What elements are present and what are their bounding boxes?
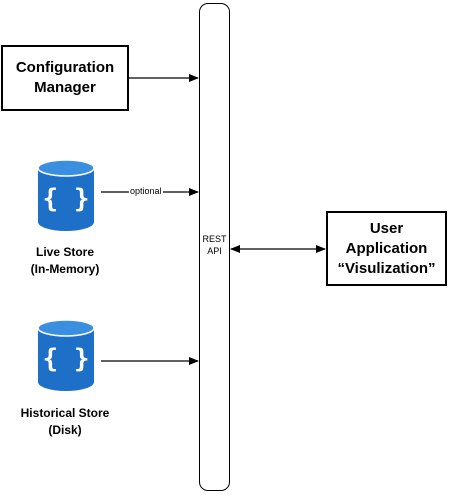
historical-store-label-line1: Historical Store [20, 406, 110, 420]
live-store-label-line2: (In-Memory) [30, 262, 100, 276]
optional-edge-label: optional [129, 185, 163, 197]
user-application-line3: “Visulization” [337, 259, 436, 277]
configuration-manager-line2: Manager [34, 79, 96, 96]
rest-api-label: REST API [199, 233, 230, 257]
rest-api-label-line2: API [207, 246, 222, 256]
historical-store-label-line2: (Disk) [48, 423, 82, 437]
live-store-database-icon: { } [37, 159, 95, 231]
svg-text:{ }: { } [43, 344, 90, 374]
live-store-label-line1: Live Store [35, 245, 95, 259]
rest-api-label-line1: REST [202, 234, 227, 244]
historical-store-database-icon: { } [37, 319, 95, 391]
configuration-manager-line1: Configuration [15, 59, 115, 76]
svg-text:{ }: { } [43, 184, 90, 214]
user-application-box: User Application “Visulization” [326, 211, 447, 286]
live-store-label: Live Store (In-Memory) [10, 244, 120, 278]
user-application-line2: Application [345, 239, 428, 257]
user-application-line1: User [369, 219, 404, 237]
rest-api-bar [199, 3, 230, 491]
historical-store-label: Historical Store (Disk) [5, 405, 125, 439]
configuration-manager-box: Configuration Manager [1, 45, 129, 111]
